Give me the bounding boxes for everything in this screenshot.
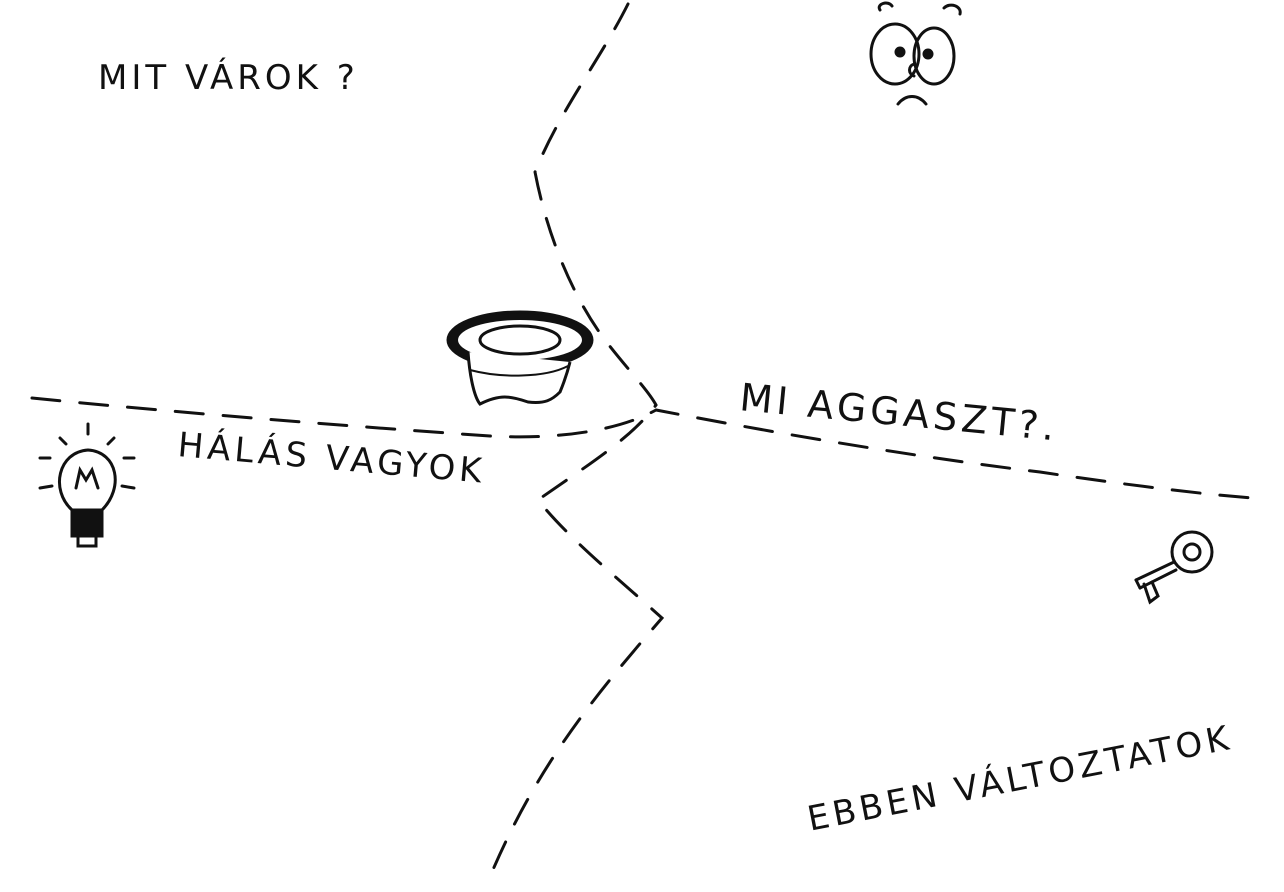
hat-icon <box>446 310 594 406</box>
key-icon <box>1134 530 1214 605</box>
horizontal-divider <box>30 396 1254 500</box>
vertical-divider <box>490 2 665 874</box>
quadrant-label-expects: MIT VÁROK ? <box>98 58 359 98</box>
lightbulb-icon <box>38 422 136 548</box>
worried-face-icon <box>869 1 962 106</box>
divider-lines <box>30 2 1254 874</box>
